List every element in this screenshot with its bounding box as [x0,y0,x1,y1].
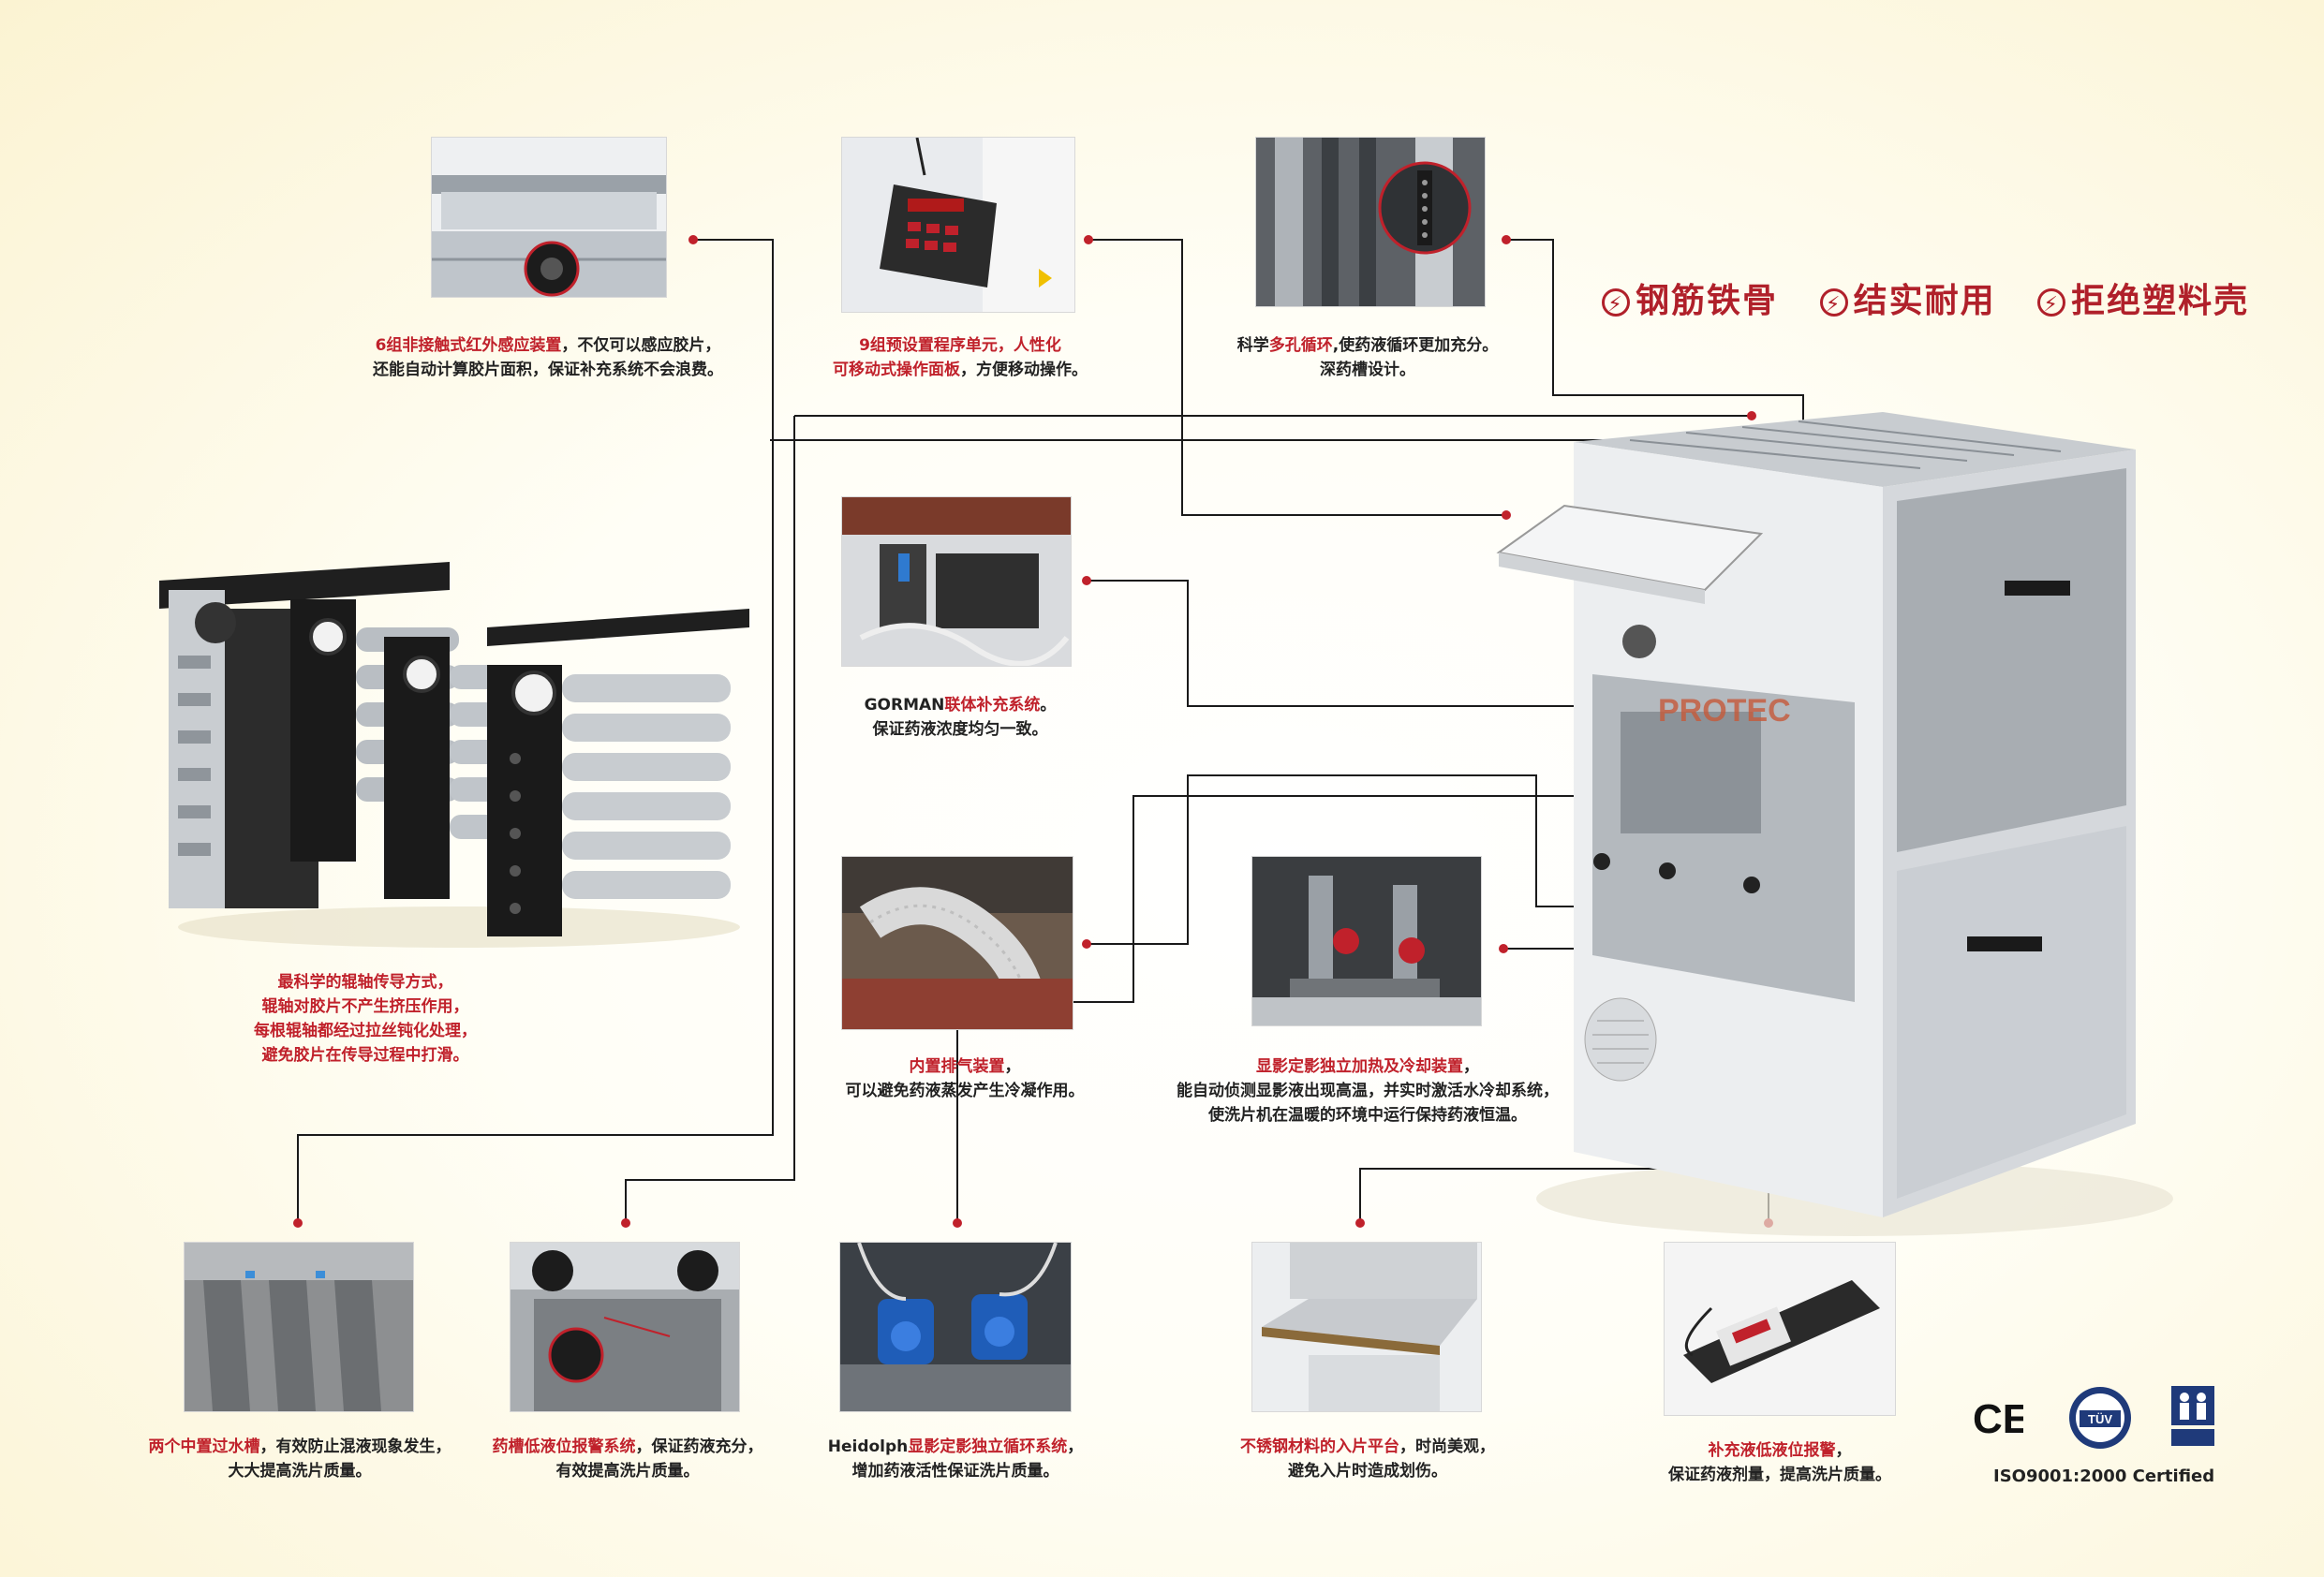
feed-tray-caption: 不锈钢材料的入片平台，时尚美观， 避免入片时造成划伤。 [1240,1437,1495,1481]
svg-text:CE: CE [1973,1396,2023,1442]
svg-text:PROTEC: PROTEC [1658,693,1791,729]
multi-hole-photo [1255,137,1486,307]
tuv-mark-icon: TÜV [2066,1384,2134,1452]
control-panel-caption: 9组预设置程序单元，人性化 可移动式操作面板，方便移动操作。 [833,336,1088,379]
ir-sensor-caption: 6组非接触式红外感应装置，不仅可以感应胶片， 还能自动计算胶片面积，保证补充系统… [373,336,723,379]
rinse-tank-photo [184,1242,414,1412]
lightning-circle-icon: ⚡ [2037,288,2066,317]
feed-tray-photo [1251,1242,1482,1412]
multi-hole-caption: 科学多孔循环,使药液循环更加充分。 深药槽设计。 [1236,336,1499,379]
control-panel-photo [841,137,1075,313]
ce-mark-icon: CE [1971,1392,2030,1444]
iso-certification-label: ISO9001:2000 Certified [1993,1466,2215,1486]
heidolph-caption: Heidolph显影定影独立循环系统， 增加药液活性保证洗片质量。 [827,1437,1084,1481]
heating-photo [1251,856,1482,1026]
gorman-photo [841,496,1072,667]
tank-alarm-photo [510,1242,740,1412]
dvgw-mark-icon [2171,1386,2214,1448]
replenish-alarm-photo [1664,1242,1896,1416]
tank-alarm-caption: 药槽低液位报警系统，保证药液充分， 有效提高洗片质量。 [492,1437,763,1481]
ir-sensor-photo [431,137,667,298]
x-ray-film-processor-machine: PROTEC [1480,393,2173,1236]
heidolph-photo [839,1242,1072,1412]
svg-text:TÜV: TÜV [2088,1412,2112,1426]
exhaust-photo [841,856,1073,1030]
slogan-item-2: ⚡结实耐用 [1819,282,1996,320]
roller-racks-illustration [150,553,759,955]
replenish-alarm-caption: 补充液低液位报警， 保证药液剂量，提高洗片质量。 [1668,1441,1891,1484]
slogan-item-1: ⚡钢筋铁骨 [1602,282,1778,320]
rinse-tank-caption: 两个中置过水槽，有效防止混液现象发生， 大大提高洗片质量。 [148,1437,451,1481]
slogan: ⚡钢筋铁骨 ⚡结实耐用 ⚡拒绝塑料壳 [1602,273,2277,322]
heating-caption: 显影定影独立加热及冷却装置， 能自动侦测显影液出现高温，并实时激活水冷却系统， … [1177,1057,1559,1125]
slogan-item-3: ⚡拒绝塑料壳 [2037,282,2249,320]
gorman-caption: GORMAN联体补充系统。 保证药液浓度均匀一致。 [864,696,1057,739]
lightning-circle-icon: ⚡ [1602,288,1630,317]
rollers-caption: 最科学的辊轴传导方式， 辊轴对胶片不产生挤压作用， 每根辊轴都经过拉丝钝化处理，… [254,973,477,1065]
exhaust-caption: 内置排气装置， 可以避免药液蒸发产生冷凝作用。 [845,1057,1085,1100]
lightning-circle-icon: ⚡ [1819,288,1848,317]
